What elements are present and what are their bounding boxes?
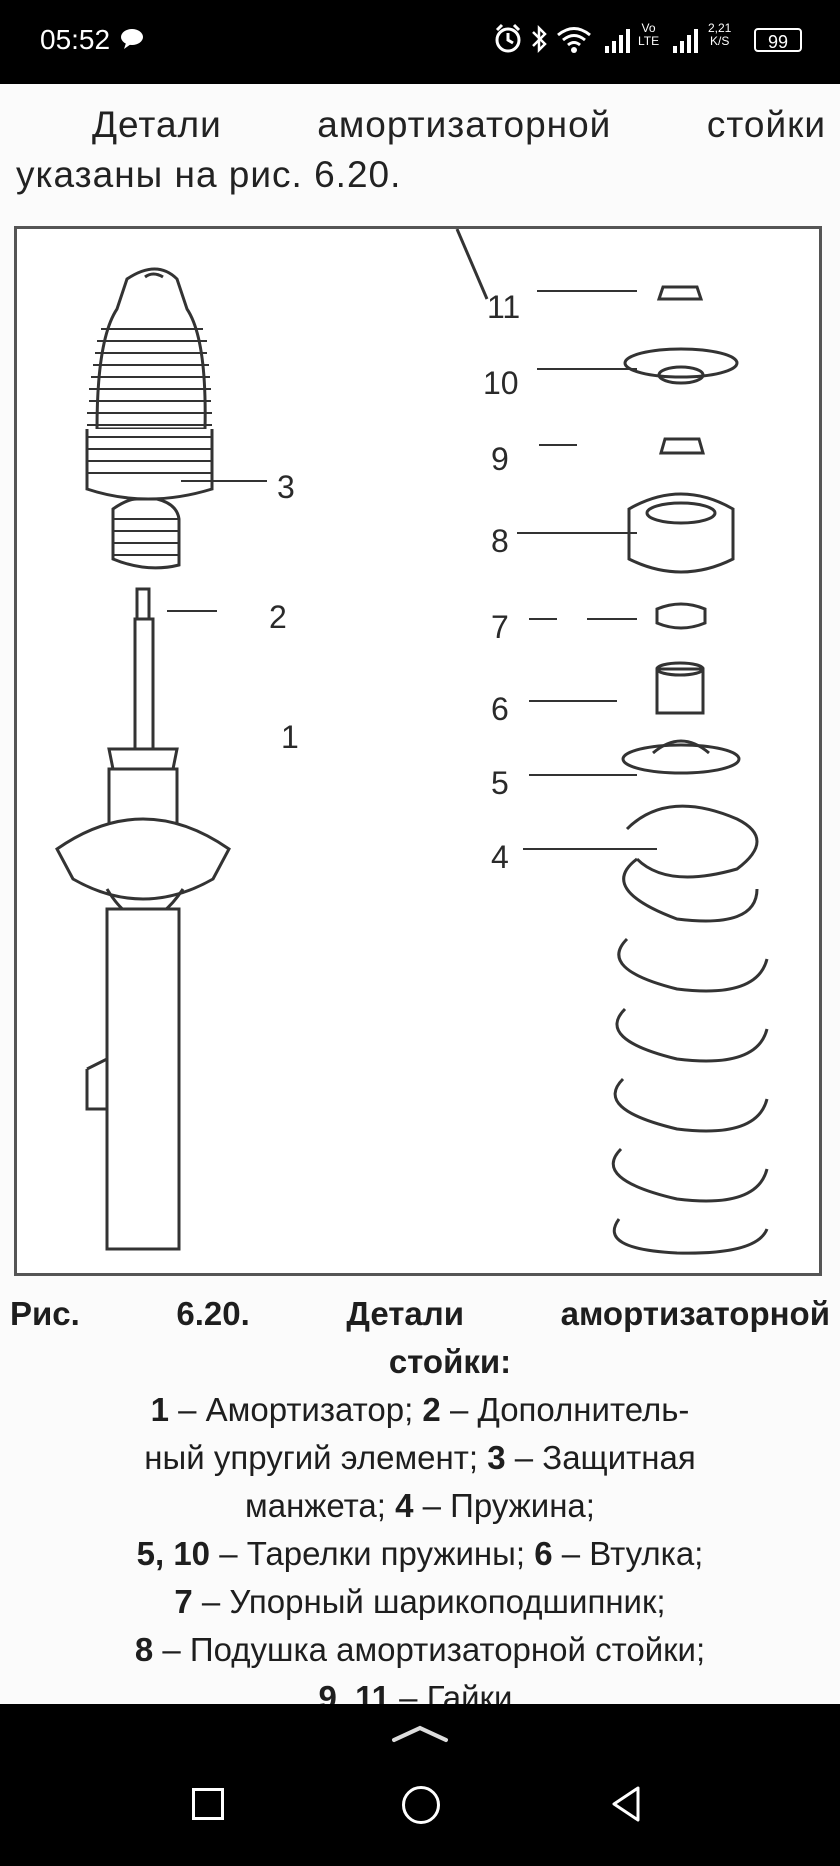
intro-text: Детали амортизаторной стойки указаны на … [16,104,826,195]
battery-icon: 99 [754,28,802,52]
document-page: Детали амортизаторной стойки указаны на … [0,84,840,1704]
recents-button[interactable] [192,1788,224,1820]
back-button[interactable] [608,1784,644,1829]
alarm-icon [494,22,522,59]
signal-icon-2 [672,28,698,59]
label-4: 4 [491,839,509,875]
label-7: 7 [491,609,509,645]
caption-line-1: 1 – Амортизатор; 2 – Дополнитель- [150,1391,690,1428]
label-9: 9 [491,441,509,477]
clock: 05:52 [40,24,111,55]
caption-title-line1: Рис. 6.20. Детали амортизаторной [10,1295,830,1332]
caption-line-5: 7 – Упорный шарикоподшипник; [174,1583,666,1620]
strut-diagram: 11 10 9 8 7 6 5 4 3 2 1 [14,226,822,1276]
bluetooth-icon [530,24,548,59]
navigation-bar [0,1704,840,1866]
strut-drawing [55,229,769,1255]
caption-line-7: 9, 11 – Гайки. [318,1679,522,1704]
caption-line-3: манжета; 4 – Пружина; [245,1487,595,1524]
label-11: 11 [487,289,521,325]
caption-line-6: 8 – Подушка амортизаторной стойки; [134,1631,706,1668]
label-10: 10 [483,365,519,401]
chat-bubble-icon [120,28,144,55]
label-6: 6 [491,691,509,727]
caption-line-2: ный упругий элемент; 3 – Защитная [144,1439,696,1476]
protective-boot-drawing [85,267,214,501]
swipe-up-handle-icon[interactable] [390,1724,450,1749]
caption-title-line2: стойки: [388,1343,512,1380]
figure-caption: Рис. 6.20. Детали амортизаторной стойки:… [10,1290,830,1704]
signal-icon-1 [604,28,630,59]
label-3: 3 [277,469,295,505]
caption-line-4: 5, 10 – Тарелки пружины; 6 – Втулка; [136,1535,704,1572]
wifi-icon [556,26,592,59]
label-5: 5 [491,765,509,801]
label-2: 2 [269,599,287,635]
label-8: 8 [491,523,509,559]
home-button[interactable] [402,1786,440,1824]
label-1: 1 [281,719,299,755]
